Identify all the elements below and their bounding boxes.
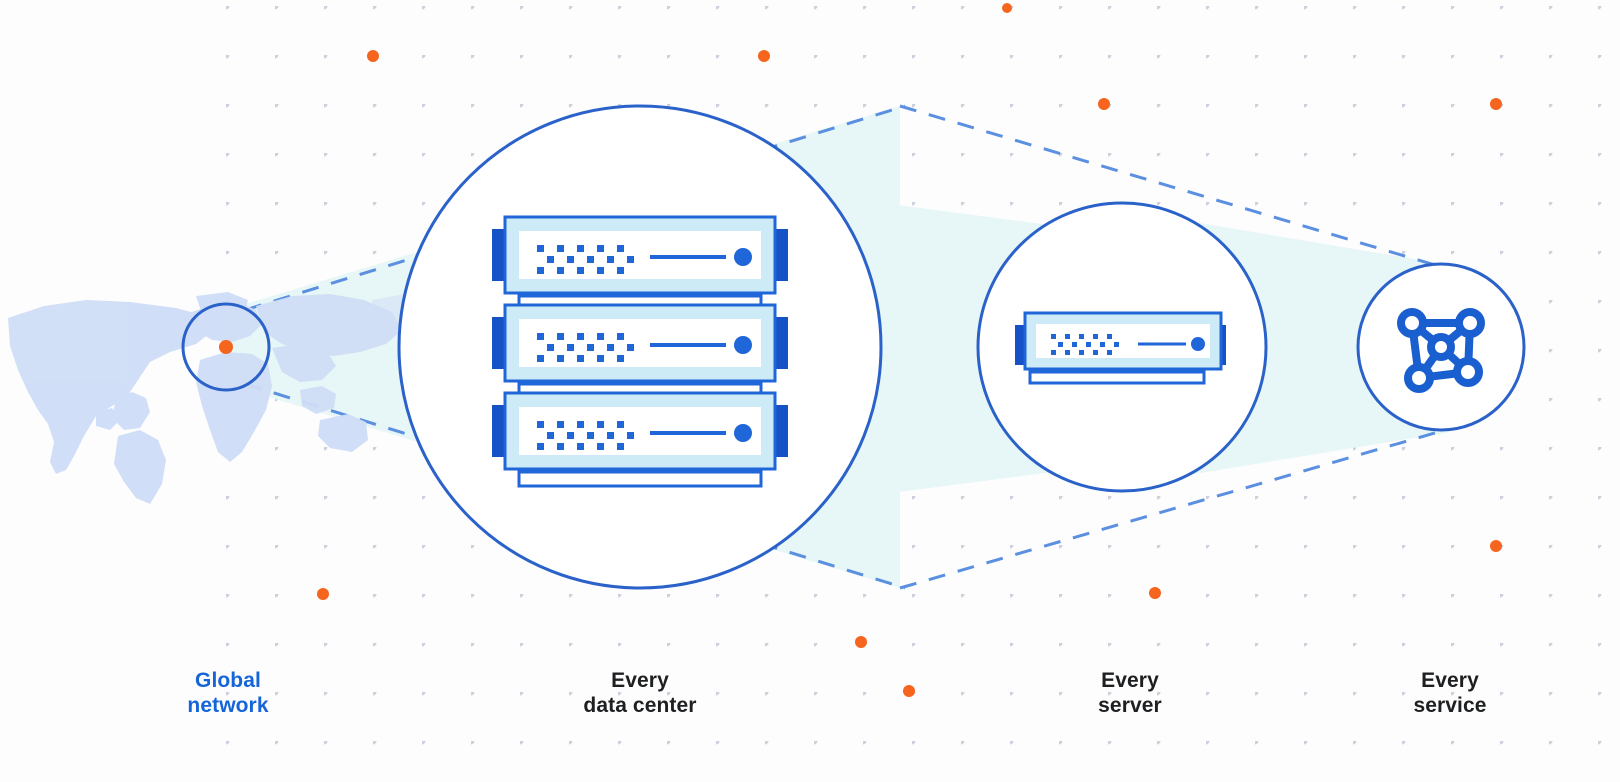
vent-dot-grid xyxy=(537,421,634,450)
server-unit-icon xyxy=(1015,311,1226,385)
server-unit xyxy=(492,303,788,383)
server-unit xyxy=(492,215,788,295)
world-map-icon xyxy=(8,292,420,504)
orange-accent-dots xyxy=(219,3,1502,697)
server-unit xyxy=(492,391,788,471)
network-graph-icon xyxy=(1397,308,1485,393)
vent-dot-grid xyxy=(537,333,634,362)
vent-dot-grid xyxy=(537,245,634,274)
vent-dot-grid xyxy=(1051,334,1119,355)
map-highlight-circle xyxy=(181,302,271,392)
server-rack-icon xyxy=(492,215,788,488)
